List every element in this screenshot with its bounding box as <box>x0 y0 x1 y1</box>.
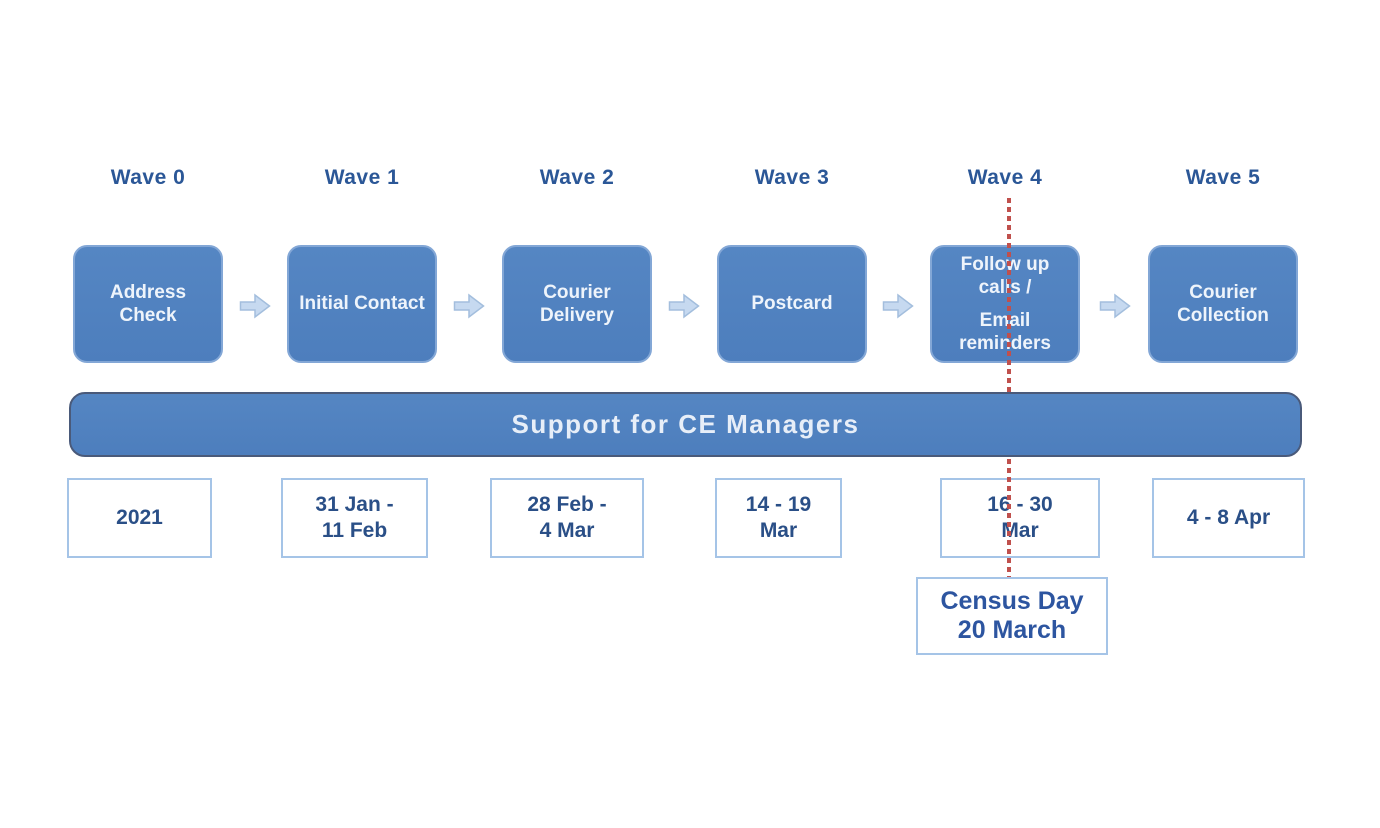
wave-label-2: Wave 2 <box>539 166 615 189</box>
census-day-line: 20 March <box>957 616 1067 644</box>
census-day-line: Census Day <box>940 586 1084 615</box>
date-line: 28 Feb - <box>527 492 607 516</box>
date-box-wave4: 16 - 30 Mar <box>940 478 1100 558</box>
date-line: 2021 <box>116 505 163 529</box>
step-label: Initial Contact <box>299 293 425 315</box>
right-arrow-icon <box>453 293 485 319</box>
step-label: Postcard <box>751 293 833 315</box>
wave-label-4: Wave 4 <box>967 166 1043 189</box>
date-box-wave3: 14 - 19 Mar <box>715 478 842 558</box>
date-line: 4 - 8 Apr <box>1186 505 1271 529</box>
step-label: Address Check <box>109 281 187 326</box>
support-bar: Support for CE Managers <box>69 392 1302 457</box>
step-label-secondary: Email reminders <box>959 309 1051 354</box>
date-box-wave2: 28 Feb - 4 Mar <box>490 478 644 558</box>
step-box-courier-collection: Courier Collection <box>1148 245 1298 363</box>
date-line: 16 - 30 <box>987 492 1053 516</box>
date-line: 31 Jan - <box>315 492 394 516</box>
support-bar-label: Support for CE Managers <box>511 409 860 439</box>
step-label: Courier Delivery <box>540 281 614 326</box>
date-line: 11 Feb <box>321 519 388 542</box>
date-line: 4 Mar <box>539 519 595 542</box>
step-label: Courier Collection <box>1177 281 1269 326</box>
census-day-dotted-line <box>1007 198 1011 578</box>
step-box-courier-delivery: Courier Delivery <box>502 245 652 363</box>
wave-label-3: Wave 3 <box>754 166 830 189</box>
date-line: 14 - 19 <box>745 492 812 516</box>
step-box-postcard: Postcard <box>717 245 867 363</box>
census-day-box: Census Day 20 March <box>916 577 1108 655</box>
step-box-address-check: Address Check <box>73 245 223 363</box>
step-box-follow-up: Follow up calls / Email reminders <box>930 245 1080 363</box>
right-arrow-icon <box>882 293 914 319</box>
wave-label-5: Wave 5 <box>1185 166 1261 189</box>
step-label: Follow up calls / <box>960 254 1050 299</box>
date-box-wave5: 4 - 8 Apr <box>1152 478 1305 558</box>
wave-label-1: Wave 1 <box>324 166 400 189</box>
right-arrow-icon <box>1099 293 1131 319</box>
date-box-wave0: 2021 <box>67 478 212 558</box>
right-arrow-icon <box>668 293 700 319</box>
right-arrow-icon <box>239 293 271 319</box>
date-box-wave1: 31 Jan - 11 Feb <box>281 478 428 558</box>
wave-label-0: Wave 0 <box>110 166 186 189</box>
step-box-initial-contact: Initial Contact <box>287 245 437 363</box>
date-line: Mar <box>759 519 798 542</box>
